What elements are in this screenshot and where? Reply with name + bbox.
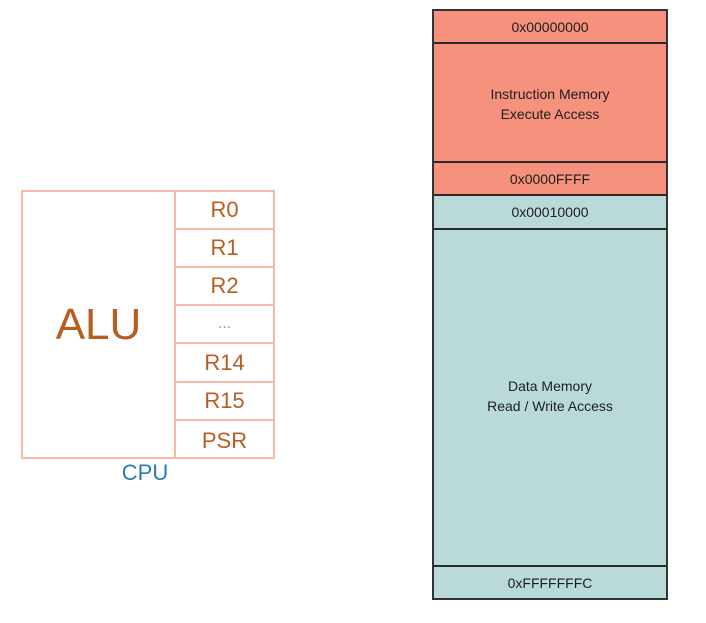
memory-end-address: 0xFFFFFFFC — [434, 567, 666, 598]
register-r0: R0 — [176, 192, 273, 230]
data-start-address: 0x00010000 — [434, 196, 666, 230]
cpu-block: ALU R0 R1 R2 ... R14 R15 PSR — [21, 190, 275, 459]
alu-label: ALU — [55, 299, 142, 349]
region-label: Data Memory Read / Write Access — [487, 378, 613, 414]
address-label: 0x00000000 — [511, 18, 589, 35]
instruction-memory-region: Instruction Memory Execute Access — [434, 44, 666, 163]
register-r2: R2 — [176, 268, 273, 306]
memory-map: 0x00000000 Instruction Memory Execute Ac… — [432, 9, 668, 600]
instruction-end-address: 0x0000FFFF — [434, 163, 666, 196]
region-label: Instruction Memory Execute Access — [490, 86, 610, 122]
register-r14: R14 — [176, 345, 273, 383]
data-memory-region: Data Memory Read / Write Access — [434, 230, 666, 567]
address-label: 0x0000FFFF — [509, 170, 591, 187]
register-r15: R15 — [176, 383, 273, 421]
register-psr: PSR — [201, 427, 248, 453]
register-ellipsis: ... — [176, 306, 273, 344]
alu-block: ALU — [23, 192, 176, 457]
cpu-label: CPU — [121, 460, 169, 485]
memory-start-address: 0x00000000 — [434, 11, 666, 44]
address-label: 0x00010000 — [511, 204, 589, 220]
register-r1: R1 — [176, 230, 273, 268]
register-file: R0 R1 R2 ... R14 R15 PSR — [176, 192, 273, 457]
address-label: 0xFFFFFFFC — [507, 574, 593, 591]
